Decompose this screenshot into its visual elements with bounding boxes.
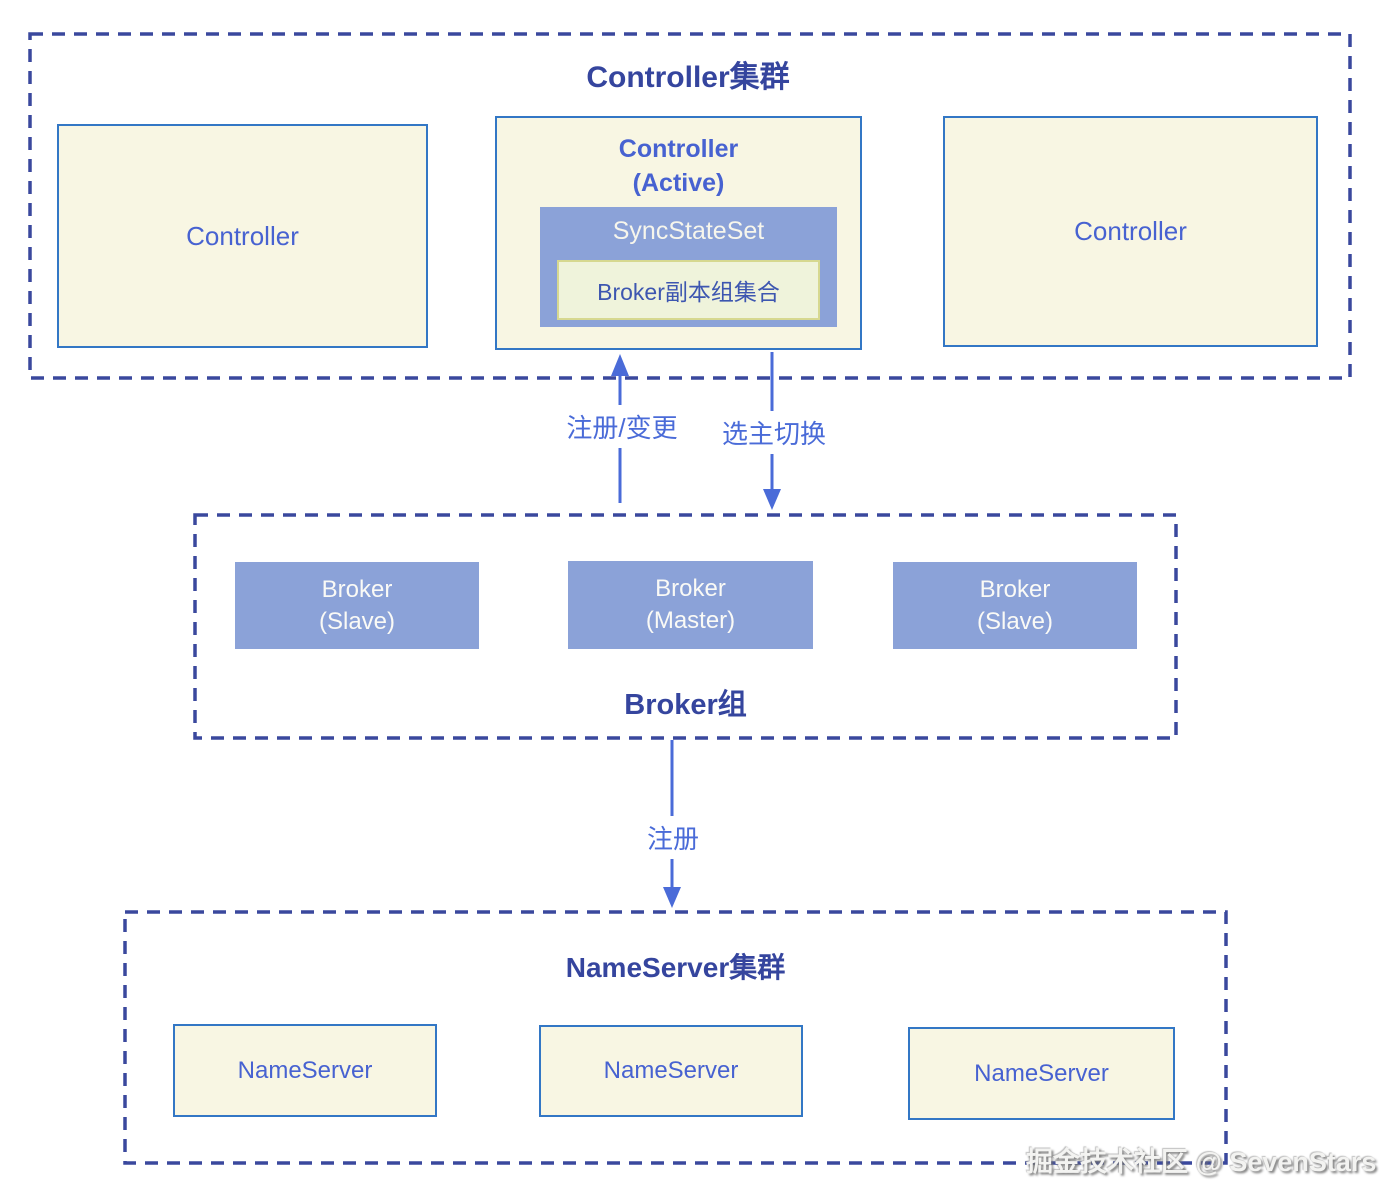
- controller-right-label: Controller: [1074, 216, 1187, 246]
- broker-slave-1-name: Broker: [321, 575, 393, 603]
- broker-replica-group-box: Broker副本组集合: [557, 260, 820, 320]
- broker-master-name: Broker: [655, 575, 726, 602]
- controller-left-node: Controller: [57, 124, 428, 348]
- nameserver-2-label: NameServer: [603, 1057, 739, 1084]
- nameserver-node-2: NameServer: [539, 1025, 803, 1117]
- nameserver-cluster-border: [123, 910, 1228, 1165]
- broker-slave-2-name: Broker: [979, 575, 1051, 603]
- leader-switch-arrowhead-down-icon: [763, 489, 781, 510]
- broker-slave-1-role: (Slave): [318, 607, 396, 635]
- register-arrowhead-down-icon: [663, 887, 681, 908]
- nameserver-node-3: NameServer: [908, 1027, 1175, 1120]
- broker-slave-node-2: Broker (Slave): [893, 562, 1137, 649]
- nameserver-1-label: NameServer: [237, 1056, 373, 1084]
- controller-active-node: Controller (Active) SyncStateSet Broker副…: [495, 116, 862, 350]
- controller-active-role: (Active): [632, 169, 725, 197]
- nameserver-node-1: NameServer: [173, 1024, 437, 1117]
- broker-master-node: Broker (Master): [568, 561, 813, 649]
- register-arrow-label: 注册: [633, 816, 713, 859]
- register-change-arrow-label: 注册/变更: [552, 405, 692, 448]
- broker-master-role: (Master): [645, 607, 736, 634]
- register-change-arrowhead-up-icon: [611, 354, 629, 376]
- controller-cluster-border: [28, 32, 1352, 380]
- nameserver-3-label: NameServer: [974, 1059, 1109, 1087]
- sync-state-set-label: SyncStateSet: [612, 217, 765, 245]
- controller-right-node: Controller: [943, 116, 1318, 347]
- controller-active-name: Controller: [618, 135, 739, 163]
- controller-active-title: Controller (Active): [497, 132, 860, 200]
- broker-group-border: [193, 513, 1178, 740]
- broker-group-title: Broker组: [624, 689, 747, 721]
- nameserver-cluster-title: NameServer集群: [565, 952, 786, 983]
- watermark: 掘金技术社区 @ SevenStars: [1026, 1147, 1377, 1177]
- controller-left-label: Controller: [186, 220, 299, 251]
- leader-switch-arrow-label: 选主切换: [714, 411, 834, 454]
- broker-slave-node-1: Broker (Slave): [235, 562, 479, 649]
- broker-slave-2-role: (Slave): [976, 607, 1054, 635]
- controller-cluster-title: Controller集群: [586, 61, 790, 94]
- sync-state-set-box: SyncStateSet Broker副本组集合: [540, 207, 837, 327]
- broker-replica-group-label: Broker副本组集合: [597, 279, 780, 305]
